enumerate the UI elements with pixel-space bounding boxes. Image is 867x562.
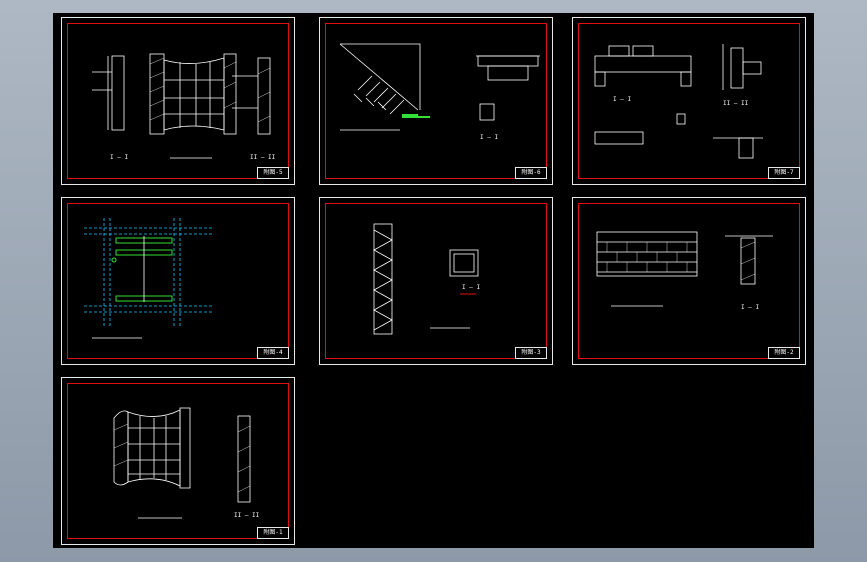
sheet-7-drawing	[113, 407, 251, 519]
section-label: I — I	[613, 96, 632, 103]
drawing-sheet-3[interactable]: I — I II — II 附图-7	[572, 17, 806, 185]
title-block: 附图-3	[515, 347, 547, 359]
section-label: II — II	[234, 512, 260, 519]
drawing-sheet-6[interactable]: I — I 附图-2	[572, 197, 806, 365]
sheet-frame	[325, 203, 547, 359]
title-block: 附图-4	[257, 347, 289, 359]
section-label: I — I	[462, 284, 481, 291]
section-label: I — I	[741, 304, 760, 311]
sheet-2-drawing	[339, 43, 540, 131]
section-label: II — II	[250, 154, 276, 161]
sheet-3-drawing	[594, 44, 763, 159]
sheet-frame	[325, 23, 547, 179]
drawing-sheet-7[interactable]: II — II 附图-1	[61, 377, 295, 545]
drawing-sheet-2[interactable]: I — I 附图-6	[319, 17, 553, 185]
title-block: 附图-7	[768, 167, 800, 179]
title-block: 附图-6	[515, 167, 547, 179]
sheet-1-drawing	[92, 53, 271, 159]
drawing-sheet-4[interactable]: 附图-4	[61, 197, 295, 365]
drawing-sheet-1[interactable]: I — I II — II 附图-5	[61, 17, 295, 185]
sheet-frame	[578, 203, 800, 359]
title-block: 附图-2	[768, 347, 800, 359]
title-block: 附图-1	[257, 527, 289, 539]
section-label: I — I	[110, 154, 129, 161]
drawing-canvas: I — I II — II 附图-5 I — I 附图-6	[53, 13, 814, 548]
section-label: II — II	[723, 100, 749, 107]
title-block: 附图-5	[257, 167, 289, 179]
sheet-frame	[67, 203, 289, 359]
sheet-frame	[67, 383, 289, 539]
sheet-6-drawing	[596, 231, 773, 307]
drawing-sheet-5[interactable]: I — I 附图-3	[319, 197, 553, 365]
section-label: I — I	[480, 134, 499, 141]
sheet-frame	[67, 23, 289, 179]
sheet-5-drawing	[373, 223, 479, 335]
sheet-frame	[578, 23, 800, 179]
sheet-4-drawing	[84, 218, 212, 339]
